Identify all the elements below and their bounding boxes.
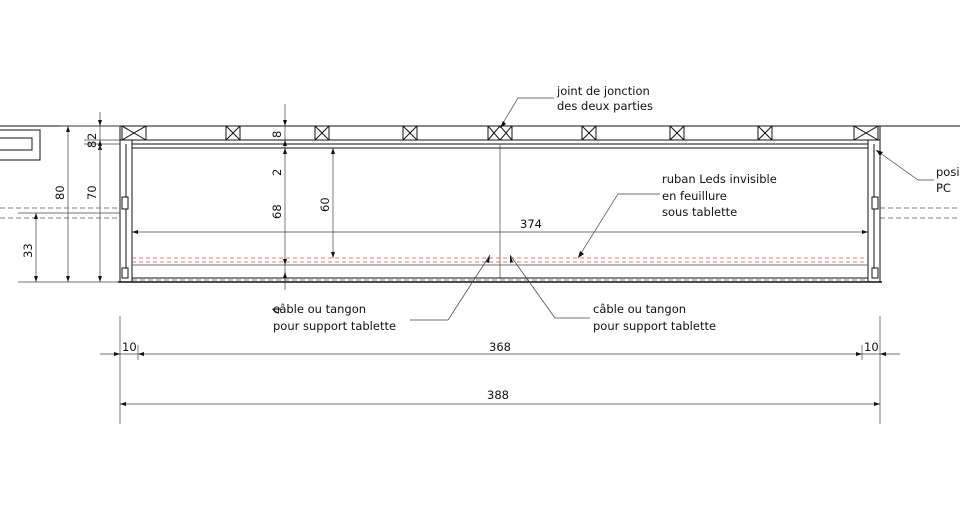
dim-70: 70 bbox=[85, 185, 99, 200]
dim-68: 68 bbox=[270, 204, 284, 219]
cable-right-label-line2: pour support tablette bbox=[593, 319, 716, 333]
top-rail-blocks bbox=[121, 125, 879, 141]
dim-4: 4 bbox=[270, 307, 284, 314]
rail-block bbox=[121, 125, 147, 141]
dim-374: 374 bbox=[520, 217, 542, 231]
rail-block bbox=[853, 125, 879, 141]
dim-80: 80 bbox=[53, 185, 67, 200]
posi-label-line1: posi bbox=[936, 165, 960, 179]
rail-block bbox=[487, 125, 513, 141]
dim-8-left: 8 bbox=[85, 141, 99, 148]
cable-left-label-line1: câble ou tangon bbox=[273, 302, 366, 316]
rail-block bbox=[669, 125, 685, 141]
joint-label-line2: des deux parties bbox=[557, 99, 653, 113]
posi-label-line2: PC bbox=[936, 181, 951, 195]
leader-lines bbox=[410, 97, 934, 321]
dimension-374 bbox=[132, 230, 868, 234]
joint-label-line1: joint de jonction bbox=[556, 84, 650, 98]
ruban-label-line1: ruban Leds invisible bbox=[662, 172, 777, 186]
dim-8-inner: 8 bbox=[270, 131, 284, 138]
cable-right-label-line1: câble ou tangon bbox=[593, 302, 686, 316]
annotation-labels: joint de jonction des deux parties ruban… bbox=[273, 84, 960, 333]
dim-368: 368 bbox=[489, 340, 511, 354]
vertical-dimensions bbox=[18, 112, 120, 283]
dim-10-left: 10 bbox=[122, 340, 137, 354]
dim-33: 33 bbox=[21, 243, 35, 258]
bottom-dimensions bbox=[100, 316, 900, 424]
cable-left-label-line2: pour support tablette bbox=[273, 319, 396, 333]
dim-388: 388 bbox=[487, 388, 509, 402]
rail-block bbox=[314, 125, 330, 141]
dim-2-left: 2 bbox=[85, 133, 99, 140]
shelf-structure bbox=[118, 125, 882, 283]
dim-2-inner: 2 bbox=[270, 169, 284, 176]
dimension-values: 33 80 70 2 8 8 2 68 4 60 374 10 368 10 3… bbox=[21, 131, 879, 402]
rail-block bbox=[581, 125, 597, 141]
rail-block bbox=[402, 125, 418, 141]
rail-block bbox=[757, 125, 773, 141]
ruban-label-line3: sous tablette bbox=[662, 205, 737, 219]
dim-10-right: 10 bbox=[864, 340, 879, 354]
inner-vertical-dimensions bbox=[283, 104, 335, 290]
dim-60: 60 bbox=[318, 197, 332, 212]
rail-block bbox=[225, 125, 241, 141]
ruban-label-line2: en feuillure bbox=[662, 189, 727, 203]
